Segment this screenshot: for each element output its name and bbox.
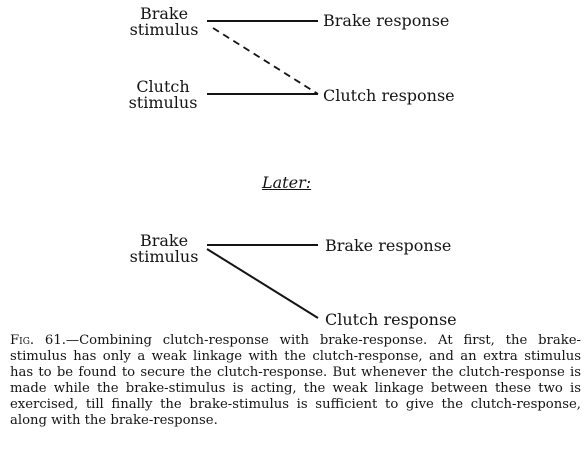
bottom-brake-stimulus-line2: stimulus (129, 247, 199, 266)
figure-number: Fig. 61. (10, 333, 66, 348)
bottom-clutch-response-label: Clutch response (325, 310, 457, 329)
top-brake-to-clutch-dashed-line (212, 27, 319, 95)
top-brake-response-label: Brake response (323, 11, 450, 30)
later-heading: Later: (262, 173, 312, 192)
top-clutch-stimulus-line2: stimulus (128, 93, 198, 112)
top-clutch-stimulus-line1: Clutch (136, 77, 190, 96)
bottom-brake-stimulus-line1: Brake (139, 231, 189, 250)
top-brake-stimulus-line2: stimulus (129, 20, 199, 39)
bottom-brake-response-label: Brake response (325, 236, 452, 255)
figure-caption: Fig. 61.—Combining clutch-response with … (10, 333, 581, 429)
caption-text: —Combining clutch-response with brake-re… (10, 333, 581, 428)
top-clutch-stimulus-label: Clutch stimulus (126, 79, 200, 111)
bottom-brake-to-clutch-line (206, 248, 319, 319)
top-clutch-response-label: Clutch response (323, 86, 455, 105)
top-brake-stimulus-line1: Brake (139, 4, 189, 23)
top-brake-stimulus-label: Brake stimulus (128, 6, 200, 38)
bottom-brake-stimulus-label: Brake stimulus (128, 233, 200, 265)
